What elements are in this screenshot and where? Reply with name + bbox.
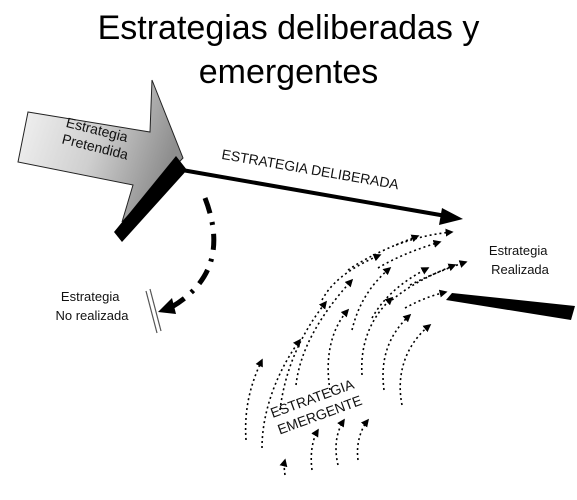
realized-label: Estrategia Realizada (489, 243, 551, 277)
deliberate-strategy-arrow: ESTRATEGIA DELIBERADA (181, 146, 463, 225)
emergent-strategy-arrows (244, 228, 468, 476)
unrealized-label-line-2: No realizada (56, 308, 130, 323)
emergent-label: ESTRATEGIA EMERGENTE (268, 375, 365, 438)
unrealized-label: Estrategia No realizada (56, 289, 130, 323)
realized-strategy-bar (446, 293, 575, 320)
title-line-2: emergentes (198, 53, 379, 91)
intended-strategy-base (114, 156, 187, 242)
unrealized-label-line-1: Estrategia (61, 289, 120, 304)
realized-label-line-1: Estrategia (489, 243, 548, 258)
unrealized-strategy-path (145, 197, 217, 334)
deliberate-label: ESTRATEGIA DELIBERADA (221, 146, 401, 192)
title-line-1: Estrategias deliberadas y (97, 9, 480, 47)
realized-label-line-2: Realizada (491, 262, 550, 277)
